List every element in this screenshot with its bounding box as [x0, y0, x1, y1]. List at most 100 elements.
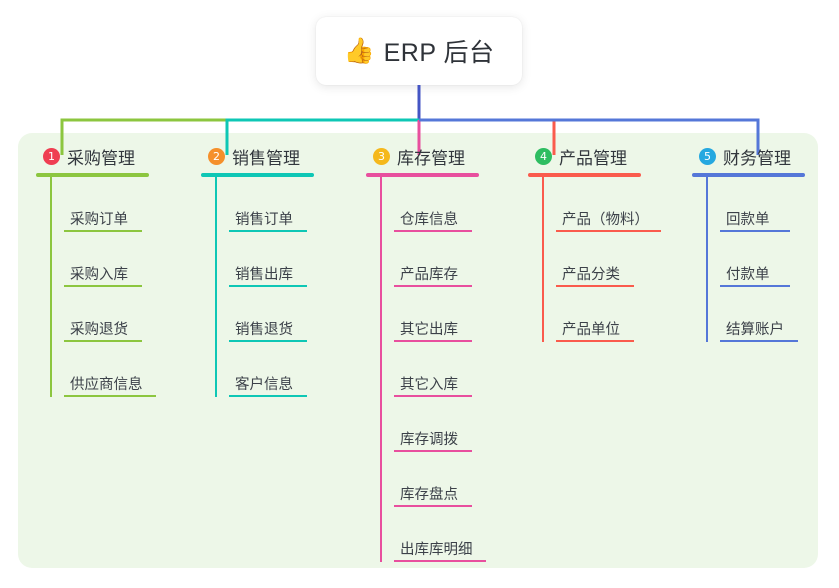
branch-item[interactable]: 回款单 [706, 177, 818, 232]
branch-item-underline [64, 395, 156, 397]
branch-item-label: 采购退货 [70, 321, 128, 338]
branch-item-underline [394, 450, 472, 452]
branch-item-label: 销售出库 [235, 266, 293, 283]
branch-spine [215, 177, 217, 397]
branch-title: 产品管理 [559, 148, 627, 168]
branch-title: 销售管理 [232, 148, 300, 168]
branch-item-label: 产品库存 [400, 266, 458, 283]
branch-number-badge: 1 [43, 147, 60, 165]
branch-item-label: 产品（物料） [562, 211, 649, 228]
branch-number-badge: 4 [535, 147, 552, 165]
branch-item[interactable]: 采购退货 [50, 287, 186, 342]
branch-item-underline [229, 285, 307, 287]
branch-item-underline [64, 340, 142, 342]
branch-header-1[interactable]: 1 采购管理 [36, 144, 186, 168]
branch-item-label: 销售订单 [235, 211, 293, 228]
branch-item-underline [556, 340, 634, 342]
branch-item-label: 产品单位 [562, 321, 620, 338]
branch-item[interactable]: 库存调拨 [380, 397, 521, 452]
branch-item[interactable]: 销售退货 [215, 287, 351, 342]
branch-number-badge: 2 [208, 147, 225, 165]
branch-item[interactable]: 出库库明细 [380, 507, 521, 562]
branch-item-label: 库存调拨 [400, 431, 458, 448]
branch-item[interactable]: 产品分类 [542, 232, 688, 287]
branch-item[interactable]: 采购订单 [50, 177, 186, 232]
branch-item-underline [720, 285, 790, 287]
branch-item[interactable]: 其它入库 [380, 342, 521, 397]
branch-item-underline [229, 340, 307, 342]
branch-column-5: 5 财务管理回款单付款单结算账户 [692, 144, 818, 342]
branch-items: 产品（物料） 产品分类产品单位 [528, 177, 688, 342]
branch-item-underline [394, 395, 472, 397]
branch-item[interactable]: 仓库信息 [380, 177, 521, 232]
branch-underline [201, 173, 314, 177]
branch-header-3[interactable]: 3 库存管理 [366, 144, 521, 168]
branch-items: 销售订单销售出库销售退货客户信息 [201, 177, 351, 397]
branch-item-underline [229, 230, 307, 232]
branch-spine [50, 177, 52, 397]
branch-item-label: 供应商信息 [70, 376, 143, 393]
branch-items: 采购订单采购入库采购退货供应商信息 [36, 177, 186, 397]
branch-item-underline [229, 395, 307, 397]
branch-item-label: 其它入库 [400, 376, 458, 393]
branch-item-underline [556, 230, 661, 232]
branch-item[interactable]: 产品库存 [380, 232, 521, 287]
branch-item[interactable]: 客户信息 [215, 342, 351, 397]
branch-underline [692, 173, 805, 177]
branch-column-2: 2 销售管理销售订单销售出库销售退货客户信息 [201, 144, 351, 397]
branch-item[interactable]: 付款单 [706, 232, 818, 287]
branch-spine [380, 177, 382, 562]
branch-item-label: 采购订单 [70, 211, 128, 228]
branch-item-underline [394, 505, 472, 507]
branch-item-label: 回款单 [726, 211, 770, 228]
branch-item-underline [720, 340, 798, 342]
branch-item-label: 结算账户 [726, 321, 784, 338]
branches-panel [18, 133, 818, 568]
branch-item-label: 产品分类 [562, 266, 620, 283]
branch-item-label: 其它出库 [400, 321, 458, 338]
branch-underline [36, 173, 149, 177]
branch-number-badge: 3 [373, 147, 390, 165]
branch-item-label: 付款单 [726, 266, 770, 283]
branch-item-label: 仓库信息 [400, 211, 458, 228]
branch-column-1: 1 采购管理采购订单采购入库采购退货供应商信息 [36, 144, 186, 397]
branch-column-4: 4 产品管理产品（物料） 产品分类产品单位 [528, 144, 688, 342]
branch-item[interactable]: 产品单位 [542, 287, 688, 342]
branch-item[interactable]: 销售出库 [215, 232, 351, 287]
branch-item[interactable]: 其它出库 [380, 287, 521, 342]
branch-item-underline [394, 340, 472, 342]
thumbs-up-icon: 👍 [343, 36, 375, 65]
branch-item[interactable]: 采购入库 [50, 232, 186, 287]
branch-underline [366, 173, 479, 177]
branch-item-label: 出库库明细 [400, 541, 473, 558]
branch-title: 采购管理 [67, 148, 135, 168]
branch-item[interactable]: 供应商信息 [50, 342, 186, 397]
branch-item[interactable]: 库存盘点 [380, 452, 521, 507]
branch-item-underline [64, 285, 142, 287]
branch-item[interactable]: 结算账户 [706, 287, 818, 342]
branch-item-underline [64, 230, 142, 232]
branch-items: 回款单付款单结算账户 [692, 177, 818, 342]
branch-item[interactable]: 产品（物料） [542, 177, 688, 232]
branch-header-4[interactable]: 4 产品管理 [528, 144, 688, 168]
branch-item-underline [394, 285, 472, 287]
branch-header-5[interactable]: 5 财务管理 [692, 144, 818, 168]
branch-title: 库存管理 [397, 148, 465, 168]
root-node-title: ERP 后台 [383, 39, 495, 67]
branch-header-2[interactable]: 2 销售管理 [201, 144, 351, 168]
branch-item-label: 客户信息 [235, 376, 293, 393]
branch-item-label: 库存盘点 [400, 486, 458, 503]
branch-item-underline [394, 230, 472, 232]
branch-item[interactable]: 销售订单 [215, 177, 351, 232]
branch-item-underline [394, 560, 486, 562]
branch-number-badge: 5 [699, 147, 716, 165]
branch-spine [542, 177, 544, 342]
branch-item-underline [720, 230, 790, 232]
branch-column-3: 3 库存管理仓库信息产品库存其它出库其它入库库存调拨库存盘点出库库明细 [366, 144, 521, 562]
root-node-card[interactable]: 👍 ERP 后台 [316, 17, 522, 85]
branch-title: 财务管理 [723, 148, 791, 168]
branch-item-label: 采购入库 [70, 266, 128, 283]
branch-items: 仓库信息产品库存其它出库其它入库库存调拨库存盘点出库库明细 [366, 177, 521, 562]
branch-item-label: 销售退货 [235, 321, 293, 338]
